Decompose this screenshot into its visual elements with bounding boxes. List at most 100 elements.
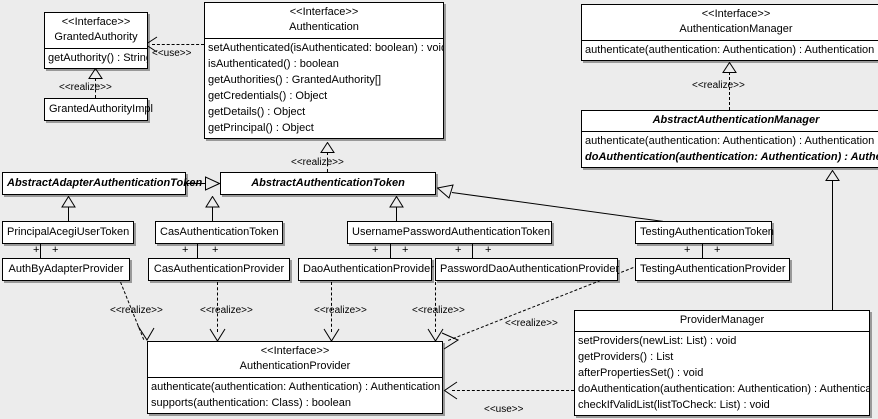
member-row: authenticate(authentication: Authenticat… [151,381,441,393]
members-provider-manager: setProviders(newList: List) : void getPr… [575,332,869,415]
class-name-label: AuthenticationProvider [239,360,351,372]
generalization-line-username-password-token [396,207,397,221]
use-label-grantedauthority: <<use>> [152,48,192,59]
class-authentication[interactable]: <<Interface>> Authentication setAuthenti… [204,2,444,139]
class-authentication-manager[interactable]: <<Interface>> AuthenticationManager auth… [581,4,878,61]
class-name-label: PrincipalAcegiUserToken [7,226,130,238]
member-row: getProviders() : List [578,351,674,363]
class-name-label: AuthenticationManager [679,23,793,35]
stereotype-label: <<Interface>> [701,8,771,20]
class-header-password-dao-authentication-provider: PasswordDaoAuthenticationProvider [436,259,620,280]
separator [575,331,869,332]
class-header-abstract-authentication-token: AbstractAuthenticationToken [221,173,435,194]
generalization-line-abstract-adapter-token [186,183,208,184]
use-line-authentication-grantedauthority [152,44,204,45]
class-cas-authentication-provider[interactable]: CasAuthenticationProvider [148,258,290,281]
generalization-line-testing-authentication-token [451,192,664,222]
realize-triangle-grantedauthorityimpl [88,68,103,79]
separator [148,377,442,378]
class-header-granted-authority: <<Interface>> GrantedAuthority [45,13,147,48]
class-header-username-password-authentication-token: UsernamePasswordAuthenticationToken [348,222,551,243]
association-marker-dao-left: + [372,244,379,256]
realize-label-testing-authentication-provider: <<realize>> [505,318,558,329]
class-testing-authentication-token[interactable]: TestingAuthenticationToken [635,221,774,244]
separator [582,131,878,132]
member-row: getPrincipal() : Object [208,122,314,134]
class-header-authentication-manager: <<Interface>> AuthenticationManager [582,5,878,40]
separator [582,40,878,41]
realize-arrowhead-testing-authentication-provider [441,330,459,350]
generalization-triangle-cas-authentication-token [205,196,220,208]
association-marker-pwdao-right: + [485,244,492,256]
class-name-label: AbstractAuthenticationToken [251,177,405,189]
generalization-line-cas-authentication-token [212,207,213,221]
class-provider-manager[interactable]: ProviderManager setProviders(newList: Li… [574,310,870,416]
class-header-granted-authority-impl: GrantedAuthorityImpl [45,99,153,120]
realize-arrowhead-auth-by-adapter-provider [137,325,155,341]
association-line-principal-acegi [40,243,41,258]
generalization-line-principal-acegi-user-token [68,207,69,221]
association-marker-cas-left: + [182,244,189,256]
realize-arrowhead-cas-authentication-provider [209,328,226,342]
members-abstract-authentication-manager: authenticate(authentication: Authenticat… [582,132,878,167]
class-name-label: ProviderManager [679,314,765,326]
class-header-abstract-authentication-manager: AbstractAuthenticationManager [582,111,878,131]
class-header-authentication-provider: <<Interface>> AuthenticationProvider [148,342,442,377]
use-arrowhead-provider-manager [443,381,458,400]
separator [45,48,147,49]
class-name-label: TestingAuthenticationProvider [640,263,786,275]
class-abstract-authentication-manager[interactable]: AbstractAuthenticationManager authentica… [581,110,878,168]
member-row: setProviders(newList: List) : void [578,335,737,347]
member-row: getAuthorities() : GrantedAuthority[] [208,74,382,86]
class-header-cas-authentication-provider: CasAuthenticationProvider [149,259,289,280]
association-marker-principal-right: + [52,244,59,256]
realize-arrowhead-dao-authentication-provider [323,328,340,342]
class-cas-authentication-token[interactable]: CasAuthenticationToken [155,221,283,244]
realize-label-cas-authentication-provider: <<realize>> [200,305,253,316]
class-principal-acegi-user-token[interactable]: PrincipalAcegiUserToken [2,221,134,244]
generalization-triangle-provider-manager [825,170,840,181]
stereotype-label: <<Interface>> [61,16,131,28]
class-name-label: CasAuthenticationToken [160,226,279,238]
generalization-triangle-username-password-token [389,196,404,208]
class-name-label: AuthByAdapterProvider [8,263,124,275]
association-marker-testing-right: + [714,244,721,256]
member-row: setAuthenticated(isAuthenticated: boolea… [208,42,443,54]
class-name-label: PasswordDaoAuthenticationProvider [440,263,620,275]
members-authentication-provider: authenticate(authentication: Authenticat… [148,378,442,413]
class-name-label: GrantedAuthorityImpl [49,103,153,115]
members-granted-authority: getAuthority() : String [45,49,147,68]
class-name-label: DaoAuthenticationProvider [303,263,434,275]
use-line-provider-manager [452,390,574,391]
generalization-triangle-testing-authentication-token [437,183,454,199]
class-abstract-adapter-authentication-token[interactable]: AbstractAdapterAuthenticationToken [2,172,202,195]
member-row: getAuthority() : String [48,52,147,64]
class-header-auth-by-adapter-provider: AuthByAdapterProvider [3,259,129,280]
separator [205,38,443,39]
class-abstract-authentication-token[interactable]: AbstractAuthenticationToken [220,172,436,195]
class-header-provider-manager: ProviderManager [575,311,869,331]
class-username-password-authentication-token[interactable]: UsernamePasswordAuthenticationToken [347,221,552,244]
class-granted-authority[interactable]: <<Interface>> GrantedAuthority getAuthor… [44,12,148,69]
realize-label-password-dao-authentication-provider: <<realize>> [412,305,465,316]
realize-line-dao-authentication-provider [331,282,332,332]
class-name-label: UsernamePasswordAuthenticationToken [352,226,551,238]
class-header-dao-authentication-provider: DaoAuthenticationProvider [299,259,434,280]
member-row: supports(authentication: Class) : boolea… [151,397,351,409]
class-password-dao-authentication-provider[interactable]: PasswordDaoAuthenticationProvider [435,258,620,281]
generalization-triangle-principal-acegi-user-token [61,196,76,208]
realize-triangle-abstract-authentication-token [320,142,335,153]
association-line-dao [390,243,391,258]
member-row: authenticate(authentication: Authenticat… [585,135,875,147]
stereotype-label: <<Interface>> [260,345,330,357]
class-auth-by-adapter-provider[interactable]: AuthByAdapterProvider [2,258,130,281]
association-line-cas [197,243,198,258]
class-testing-authentication-provider[interactable]: TestingAuthenticationProvider [635,258,790,281]
realize-label-abstract-authentication-manager: <<realize>> [692,80,745,91]
member-row: getCredentials() : Object [208,90,328,102]
realize-label-grantedauthorityimpl: <<realize>> [59,82,112,93]
class-authentication-provider[interactable]: <<Interface>> AuthenticationProvider aut… [147,341,443,414]
class-granted-authority-impl[interactable]: GrantedAuthorityImpl [44,98,153,121]
class-dao-authentication-provider[interactable]: DaoAuthenticationProvider [298,258,434,281]
